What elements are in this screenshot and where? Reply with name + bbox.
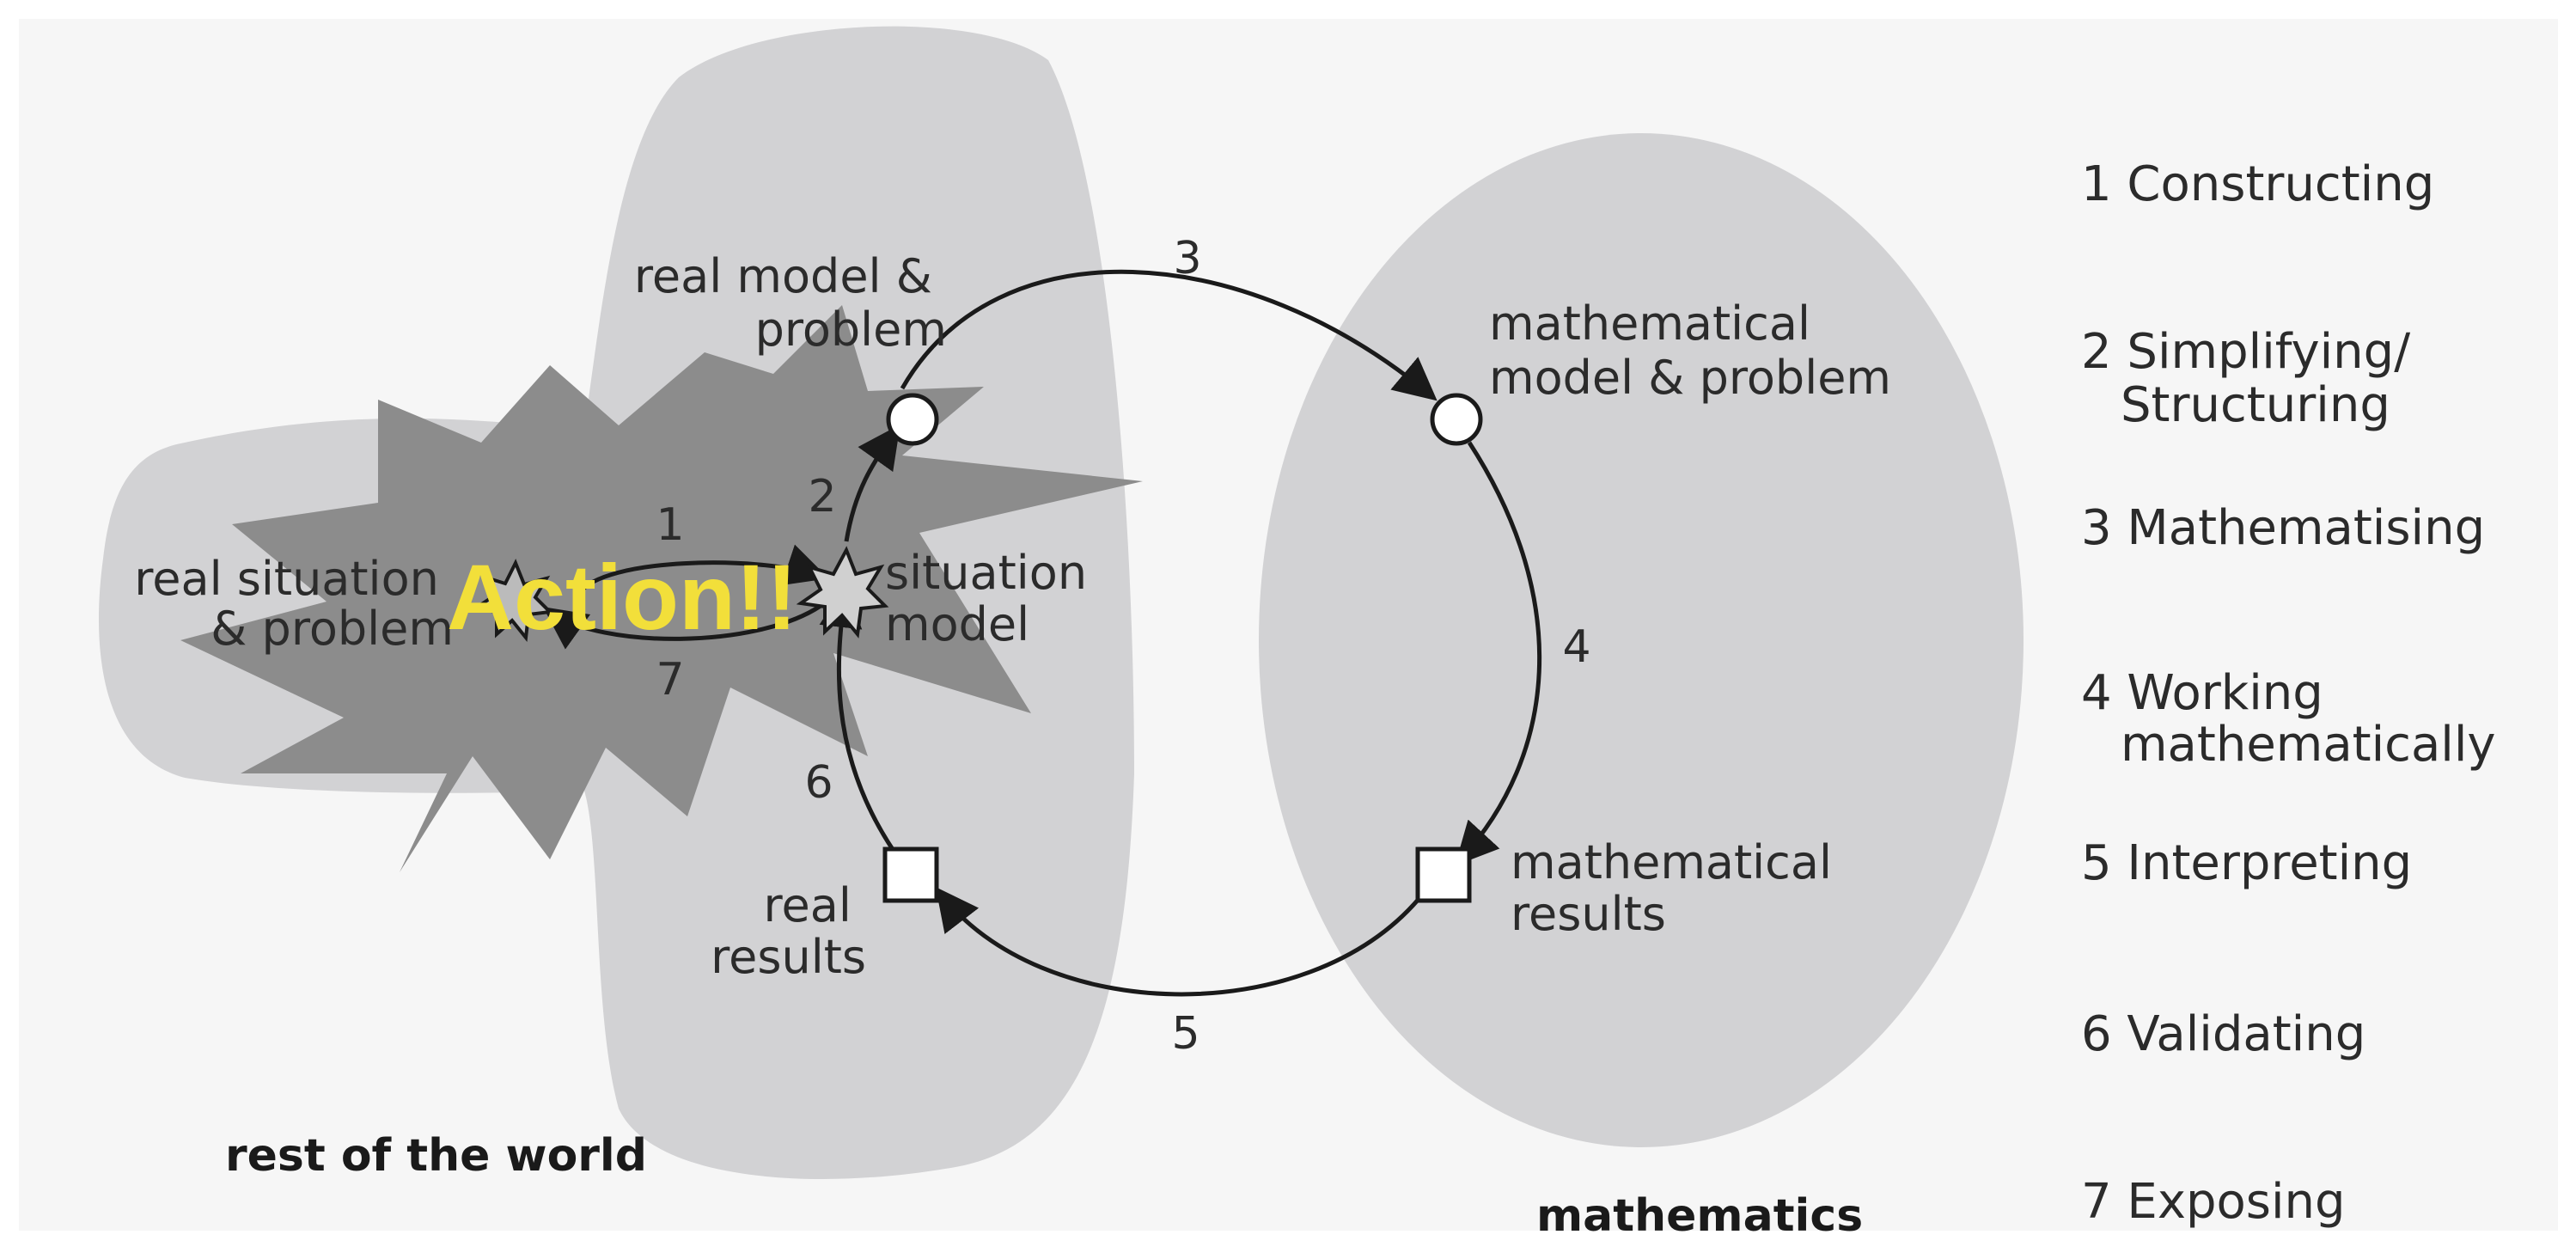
arc-number-2: 2 xyxy=(808,471,836,523)
label-situation-model: situation model xyxy=(885,546,1102,651)
label-math-model: mathematical model & problem xyxy=(1489,296,1891,405)
arc-6-validating xyxy=(819,584,896,853)
node-math-model-circle xyxy=(1430,393,1483,446)
node-real-results-square xyxy=(882,846,939,903)
arc-7-exposing xyxy=(542,603,822,650)
arc-number-6: 6 xyxy=(804,757,833,809)
step-1-constructing: 1 Constructing xyxy=(2081,156,2434,212)
arc-number-4: 4 xyxy=(1562,621,1590,673)
step-5-interpreting: 5 Interpreting xyxy=(2081,835,2412,891)
arc-4-working-mathematically xyxy=(1455,441,1542,866)
label-rest-of-the-world: rest of the world xyxy=(225,1130,647,1182)
arc-number-3: 3 xyxy=(1173,233,1201,284)
label-real-results: real results xyxy=(711,878,866,984)
step-3-mathematising: 3 Mathematising xyxy=(2081,500,2485,556)
node-situation-model-star xyxy=(796,546,889,639)
action-burst xyxy=(180,305,1143,872)
label-real-situation: real situation & problem xyxy=(134,552,454,656)
step-4-working-mathematically: 4 Working mathematically xyxy=(2081,665,2496,773)
step-2-simplifying: 2 Simplifying/ Structuring xyxy=(2081,324,2426,433)
node-real-situation-star xyxy=(470,559,554,643)
action-text: Action!! xyxy=(447,545,797,649)
arc-3-mathematising xyxy=(900,269,1438,401)
step-6-validating: 6 Validating xyxy=(2081,1006,2365,1062)
label-real-model: real model & problem xyxy=(634,249,947,357)
arc-number-1: 1 xyxy=(656,499,684,551)
label-math-results: mathematical results xyxy=(1511,835,1847,941)
arc-number-5: 5 xyxy=(1171,1008,1199,1060)
arc-1-constructing xyxy=(577,544,829,595)
node-math-results-square xyxy=(1415,846,1472,903)
node-real-model-circle xyxy=(886,393,939,446)
label-mathematics: mathematics xyxy=(1536,1190,1863,1242)
arc-5-interpreting xyxy=(935,887,1421,997)
arc-2-simplifying xyxy=(844,424,900,542)
mathematics-region xyxy=(1259,133,2024,1147)
arc-number-7: 7 xyxy=(656,654,684,706)
step-7-exposing: 7 Exposing xyxy=(2081,1174,2346,1230)
